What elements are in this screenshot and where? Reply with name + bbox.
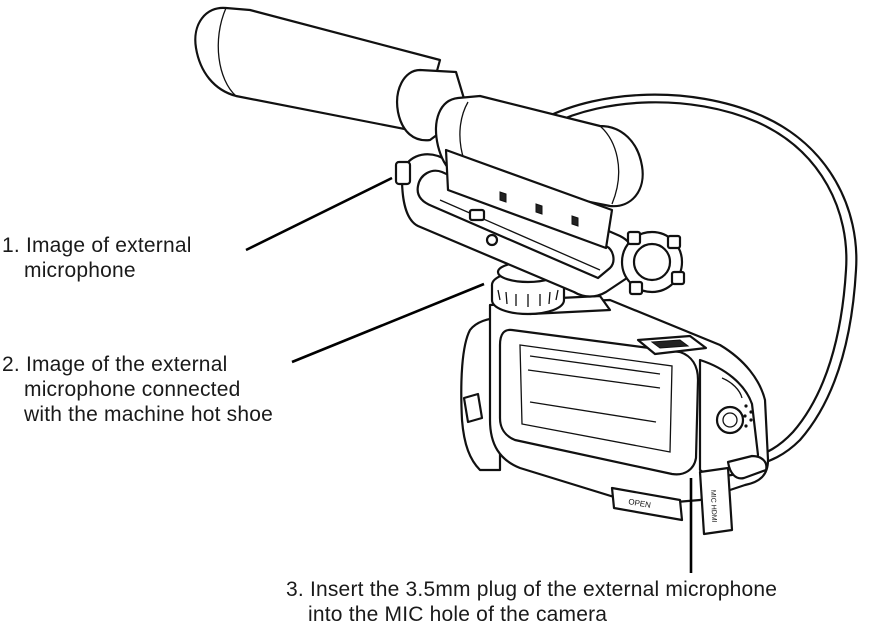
callout-mic-plug-insertion: 3. Insert the 3.5mm plug of the external… xyxy=(286,577,777,627)
callout-external-microphone: 1. Image of external microphone xyxy=(2,233,192,283)
microphone-cable xyxy=(543,93,858,468)
open-latch-label: OPEN xyxy=(628,497,652,510)
callout-2-line-3: with the machine hot shoe xyxy=(24,403,273,426)
port-door-label: MIC HDMI xyxy=(709,490,717,523)
callout-2-line-2: microphone connected xyxy=(24,378,241,401)
callout-1-line-2: microphone xyxy=(24,259,136,282)
callout-1-line-1: 1. Image of external xyxy=(2,234,192,257)
speaker-grille xyxy=(743,404,753,428)
leader-line-2 xyxy=(291,282,485,364)
callout-hot-shoe-connection: 2. Image of the external microphone conn… xyxy=(2,352,273,427)
band-markers xyxy=(499,191,579,227)
callout-3-line-2: into the MIC hole of the camera xyxy=(308,603,608,626)
mount-knob xyxy=(620,230,686,296)
leader-line-1 xyxy=(245,176,393,252)
callout-2-line-1: 2. Image of the external xyxy=(2,353,228,376)
callout-3-line-1: 3. Insert the 3.5mm plug of the external… xyxy=(286,578,778,601)
camera-body: MIC HDMI OPEN xyxy=(460,298,770,536)
shotgun-microphone xyxy=(194,6,644,250)
